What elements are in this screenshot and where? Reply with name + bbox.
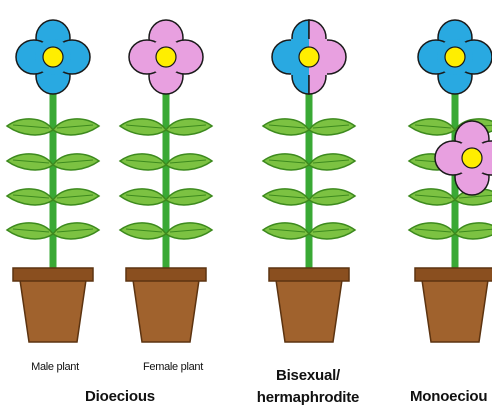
flower-pot-icon <box>269 268 349 342</box>
monoecious-label: Monoeciou <box>410 388 492 405</box>
dioecious-label: Dioecious <box>60 388 180 405</box>
pink-flower-icon <box>129 20 203 94</box>
flower-pot-icon <box>415 268 492 342</box>
bisexual-label: Bisexual/ <box>248 367 368 384</box>
female-plant-label: Female plant <box>128 361 218 373</box>
half-blue-half-pink-flower-icon <box>272 20 346 94</box>
leaf-icon <box>409 223 492 239</box>
blue-flower-icon <box>418 20 492 94</box>
male-plant-label: Male plant <box>18 361 92 373</box>
flower-pot-icon <box>13 268 93 342</box>
monoecious-plant <box>409 20 492 342</box>
male-plant <box>7 20 99 342</box>
female-plant <box>120 20 212 342</box>
bisexual-plant <box>263 20 355 342</box>
blue-flower-icon <box>16 20 90 94</box>
hermaphrodite-label: hermaphrodite <box>248 389 368 406</box>
flower-pot-icon <box>126 268 206 342</box>
